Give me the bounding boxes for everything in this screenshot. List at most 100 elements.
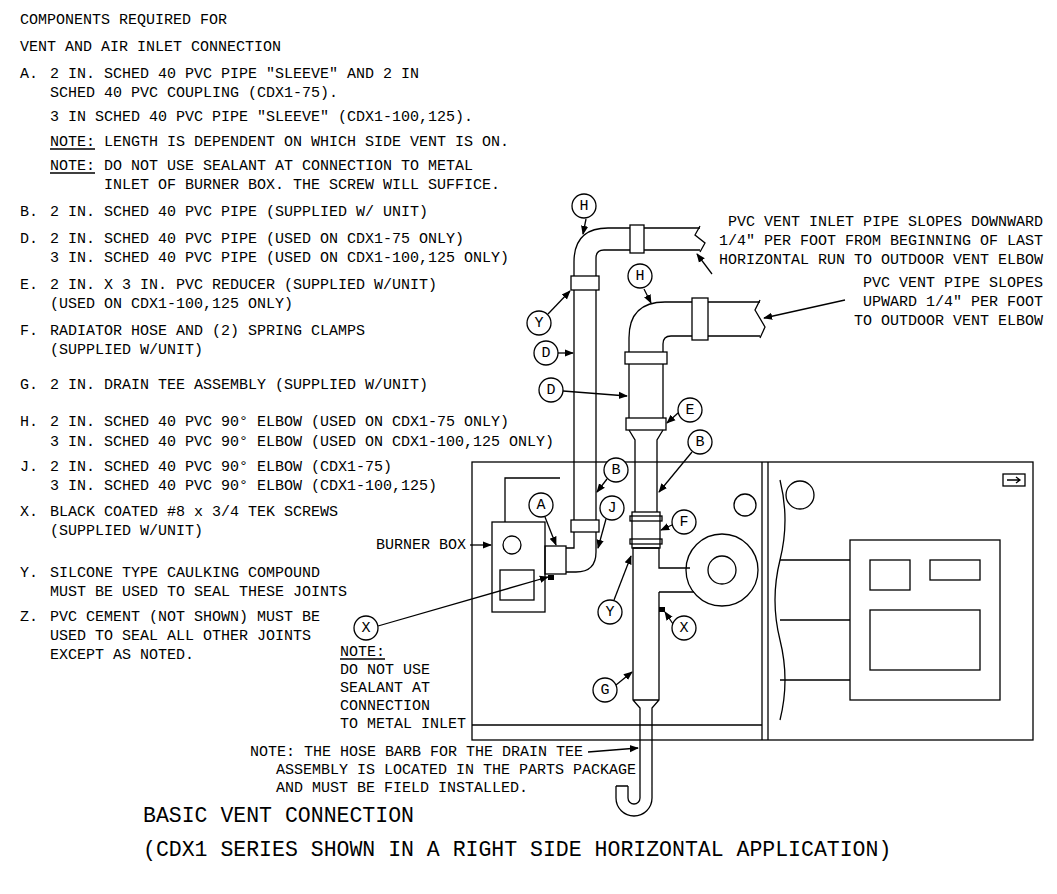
radiator-hose [630, 516, 662, 521]
vent-pipe [625, 352, 667, 364]
item-text: 2 IN. X 3 IN. PVC REDUCER (SUPPLIED W/UN… [50, 276, 442, 314]
callout-letter: B [611, 462, 620, 479]
item-letter: Y. [20, 564, 38, 583]
hose-barb-note: ASSEMBLY IS LOCATED IN THE PARTS PACKAGE [276, 761, 636, 780]
item-text: 3 IN SCHED 40 PVC PIPE "SLEEVE" (CDX1-10… [50, 108, 473, 127]
callout-letter: A [536, 497, 545, 514]
callout-letter: B [695, 434, 704, 451]
control-board [930, 560, 980, 580]
callout-circle: F [671, 509, 697, 535]
tek-screw [659, 607, 665, 612]
callout-circle: H [627, 263, 653, 289]
radiator-hose [630, 512, 662, 548]
item-text: BLACK COATED #8 x 3/4 TEK SCREWS (SUPPLI… [50, 503, 343, 541]
control-board [850, 540, 1000, 700]
leader-line [548, 291, 570, 314]
item-text: 3 IN. SCHED 40 PVC PIPE (USED ON CDX1-10… [50, 249, 509, 268]
callout-ring [678, 398, 702, 422]
item-text: 2 IN. SCHED 40 PVC 90° ELBOW (CDX1-75) [50, 458, 392, 477]
figure-title: BASIC VENT CONNECTION [143, 803, 414, 829]
item-text: 2 IN. SCHED 40 PVC 90° ELBOW (USED ON CD… [50, 413, 509, 432]
callout-ring [628, 264, 652, 288]
air-inlet-pipe [571, 276, 599, 290]
air-inlet-pipe [574, 228, 630, 276]
callout-circle: G [592, 677, 618, 703]
callout-circle: B [687, 429, 713, 455]
callout-letter: D [546, 382, 555, 399]
control-board [786, 481, 814, 509]
leader-line [616, 672, 632, 685]
leader-line [563, 391, 627, 396]
note-underline [50, 149, 385, 659]
callout-circle: B [603, 457, 629, 483]
air-inlet-pipe [545, 225, 705, 574]
callout-circle: E [677, 397, 703, 423]
item-text: 3 IN. SCHED 40 PVC 90° ELBOW (CDX1-100,1… [50, 477, 437, 496]
item-note: INLET OF BURNER BOX. THE SCREW WILL SUFF… [104, 176, 500, 195]
callout-ring [572, 194, 596, 218]
vent-pipe [626, 418, 666, 430]
item-text: 2 IN. DRAIN TEE ASSEMBLY (SUPPLIED W/UNI… [50, 376, 428, 395]
control-board [1007, 477, 1020, 483]
figure-caption: (CDX1 SERIES SHOWN IN A RIGHT SIDE HORIZ… [143, 837, 891, 863]
air-inlet-pipe [545, 546, 566, 574]
callout-circle: X [671, 615, 697, 641]
callout-ring [529, 493, 553, 517]
item-letter: X. [20, 503, 38, 522]
leader-line [697, 254, 712, 274]
air-inlet-pipe [630, 225, 644, 253]
callout-circle: H [571, 193, 597, 219]
callout-ring [354, 616, 378, 640]
callout-letter: Y [534, 315, 543, 332]
callout-circle: Y [597, 599, 623, 625]
control-board [870, 560, 910, 590]
leader-line [614, 556, 631, 600]
drain-tee [633, 548, 694, 740]
callout-ring [593, 678, 617, 702]
callout-letter: H [579, 198, 588, 215]
air-inlet-pipe [571, 520, 599, 532]
callout-ring [598, 600, 622, 624]
burner-box [492, 522, 545, 612]
callout-circle: D [538, 377, 564, 403]
callout-ring [600, 496, 624, 520]
callout-letter: X [679, 620, 688, 637]
sealant-note: NOTE: [340, 643, 385, 662]
furnace-cabinet [767, 462, 768, 740]
item-letter: E. [20, 276, 38, 295]
sealant-note: SEALANT AT [340, 679, 430, 698]
leader-line [470, 544, 491, 545]
radiator-hose [632, 512, 660, 548]
callout-ring [534, 341, 558, 365]
leader-line [661, 525, 672, 530]
inducer-blower [686, 534, 758, 606]
vent-pipe [755, 300, 765, 338]
item-note: NOTE: LENGTH IS DEPENDENT ON WHICH SIDE … [50, 133, 509, 152]
vent-pipe [629, 302, 692, 352]
furnace-cabinet [472, 462, 1033, 740]
item-letter: H. [20, 413, 38, 432]
callout-letter: H [635, 268, 644, 285]
sealant-note: CONNECTION [340, 697, 430, 716]
slope-note: PVC VENT INLET PIPE SLOPES DOWNWARD 1/4"… [714, 213, 1043, 270]
inducer-blower [708, 556, 736, 584]
callout-circle: X [353, 615, 379, 641]
callout-letter: X [361, 620, 370, 637]
item-text: RADIATOR HOSE AND (2) SPRING CLAMPS (SUP… [50, 322, 370, 360]
callout-letter: G [600, 682, 609, 699]
list-heading: COMPONENTS REQUIRED FOR [20, 11, 227, 30]
leader-line [659, 452, 692, 492]
hose-barb-note: AND MUST BE FIELD INSTALLED. [276, 779, 528, 798]
leader-line [588, 748, 638, 752]
vent-pipe [629, 364, 663, 418]
air-inlet-pipe [574, 290, 596, 520]
item-text: SILCONE TYPE CAULKING COMPOUND [50, 564, 320, 583]
item-letter: G. [20, 376, 38, 395]
control-board [780, 560, 850, 680]
item-note: NOTE: DO NOT USE SEALANT AT CONNECTION T… [50, 157, 473, 176]
tek-screw [548, 575, 554, 580]
callout-ring [672, 510, 696, 534]
burner-box [500, 570, 534, 600]
item-text: 2 IN. SCHED 40 PVC PIPE (SUPPLIED W/ UNI… [50, 203, 428, 222]
